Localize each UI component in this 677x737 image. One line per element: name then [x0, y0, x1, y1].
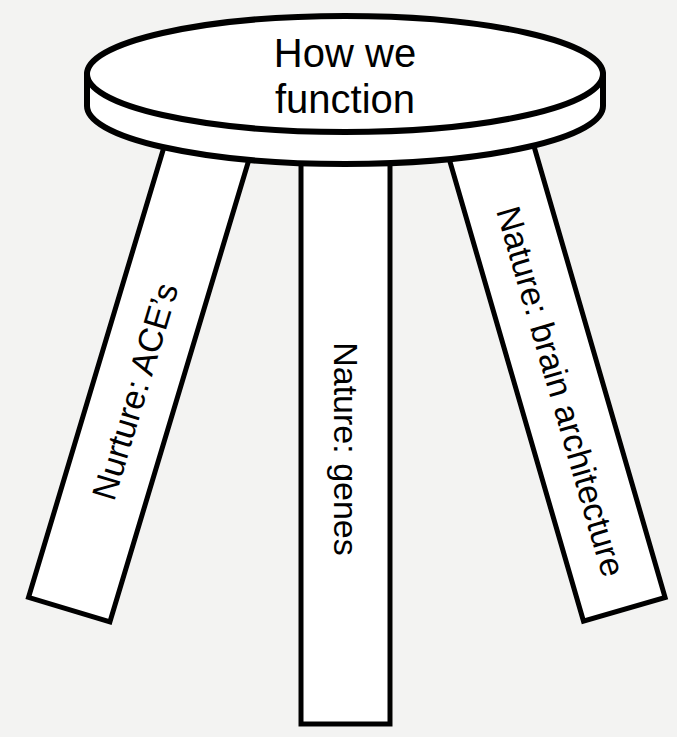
leg-label: Nurture: ACE’s	[86, 279, 183, 504]
leg-label: Nature: genes	[328, 342, 362, 556]
seat-text-holder: How we function	[80, 24, 610, 128]
seat-top	[87, 16, 603, 132]
left-leg: Nurture: ACE’s	[25, 127, 253, 625]
middle-leg: Nature: genes	[298, 140, 392, 727]
stool-seat: How we function	[80, 12, 610, 178]
leg-label: Nature: brain architecture	[491, 202, 631, 580]
right-leg: Nature: brain architecture	[444, 128, 667, 625]
seat-label: How we function	[230, 30, 460, 122]
